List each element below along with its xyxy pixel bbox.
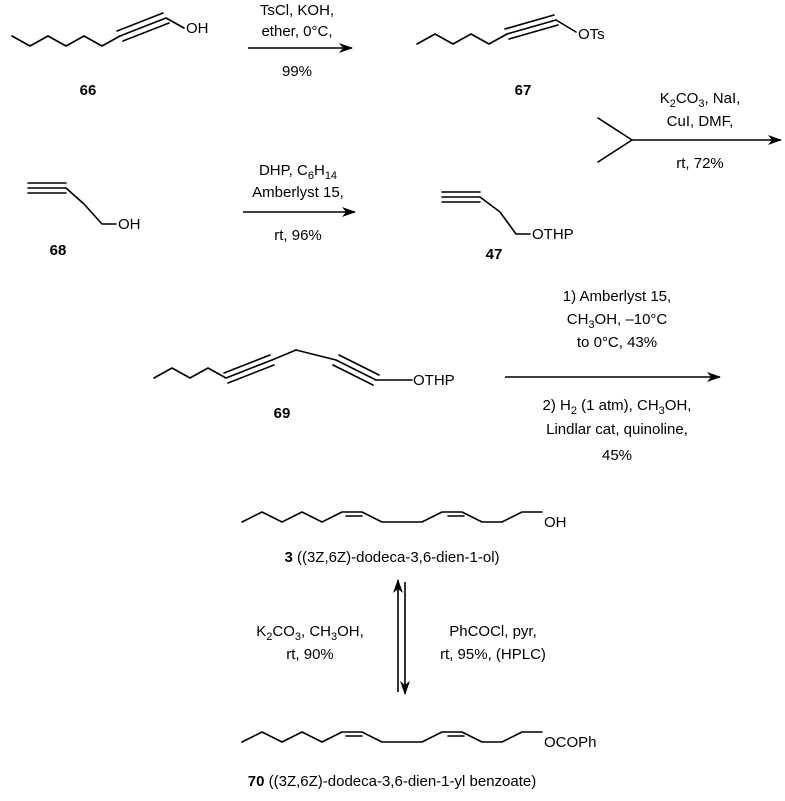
compound-3-structure (241, 511, 543, 523)
compound-69-group: OTHP (413, 372, 455, 389)
step2-reagents-line2: Amberlyst 15, (252, 184, 344, 201)
step2-yield: rt, 96% (274, 227, 322, 244)
compound-67-structure (416, 14, 577, 45)
step1-reagents-line2: ether, 0°C, (261, 23, 332, 40)
step4-reagents-b1: 2) H2 (1 atm), CH3OH, (543, 397, 692, 417)
step4-reagents-a2: CH3OH, –10°C (567, 311, 668, 331)
compound-68-structure (27, 182, 117, 225)
compound-67-label: 67 (515, 82, 532, 99)
compound-66-group: OH (186, 20, 209, 37)
step6-reagents-line1: PhCOCl, pyr, (449, 623, 537, 640)
compound-66-structure (11, 12, 185, 47)
step3-reagents-line2: CuI, DMF, (667, 113, 734, 130)
step2-reagents-line1: DHP, C6H14 (259, 162, 337, 182)
step4-reagents-b2: Lindlar cat, quinoline, (546, 421, 688, 438)
step3-reagents-line1: K2CO3, NaI, (660, 90, 741, 110)
compound-66-label: 66 (80, 82, 97, 99)
compound-3-group: OH (544, 514, 567, 531)
compound-47-structure (441, 191, 531, 235)
compound-68-label: 68 (50, 242, 67, 259)
step4-yield: 45% (602, 447, 632, 464)
step1-yield: 99% (282, 63, 312, 80)
compound-47-label: 47 (486, 246, 503, 263)
compound-70-structure (241, 731, 543, 743)
compound-67-group: OTs (578, 26, 605, 43)
step4-reagents-a1: 1) Amberlyst 15, (563, 288, 671, 305)
step3-yield: rt, 72% (676, 155, 724, 172)
compound-3-label: 3 ((3Z,6Z)-dodeca-3,6-dien-1-ol) (284, 549, 499, 566)
isopropyl-fragment (597, 117, 633, 163)
compound-70-group: OCOPh (544, 734, 597, 751)
compound-69-structure (153, 349, 413, 386)
compound-68-group: OH (118, 216, 141, 233)
compound-69-label: 69 (274, 405, 291, 422)
compound-70-label: 70 ((3Z,6Z)-dodeca-3,6-dien-1-yl benzoat… (248, 773, 536, 790)
step5-reagents-line1: K2CO3, CH3OH, (256, 623, 364, 643)
step6-yield: rt, 95%, (HPLC) (440, 646, 546, 663)
step5-yield: rt, 90% (286, 646, 334, 663)
step4-reagents-a3: to 0°C, 43% (577, 334, 657, 351)
step1-reagents-line1: TsCl, KOH, (260, 2, 334, 19)
compound-47-group: OTHP (532, 226, 574, 243)
